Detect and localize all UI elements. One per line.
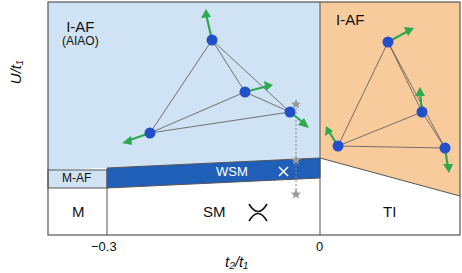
iaf-region [48,2,320,170]
tetrahedron-left [150,40,290,133]
plot-frame [48,2,460,235]
band-touching-symbol [249,204,267,221]
region-name: M [72,203,85,220]
region-name: TI [383,203,396,220]
phase-region-label: SM [203,203,226,220]
spin-sites-left [145,35,296,139]
phase-region-label: I-AF(AIAO) [62,18,99,49]
wsm-band [107,158,320,188]
phase-region-label: M-AF [62,172,91,186]
axis-title: U/t₁ [8,60,25,84]
region-name: WSM [216,165,248,180]
region-name: M-AF [62,172,91,186]
tick-label: 0 [316,240,323,254]
phase-region-label: I-AF [336,11,364,28]
phase-region-label: M [72,203,85,220]
region-name: (AIAO) [62,35,99,49]
region-name: I-AF [62,18,99,35]
axis-title: t₂/t₁ [225,254,248,271]
phase-boundary [320,158,460,196]
maf-region [48,170,107,188]
phase-boundary [320,2,321,235]
region-name: I-AF [336,11,364,28]
region-name: SM [203,203,226,220]
orange-iaf-region [320,2,460,196]
tetrahedron-right [338,42,445,148]
spin-arrows-right [325,27,453,173]
spin-arrows-left [122,9,309,145]
band-label: WSM [216,165,248,180]
phase-region-label: TI [383,203,396,220]
phase-boundary [107,188,108,235]
spin-sites-right [333,37,451,154]
weyl-cross [279,167,288,176]
tick-label: −0.3 [91,240,117,254]
